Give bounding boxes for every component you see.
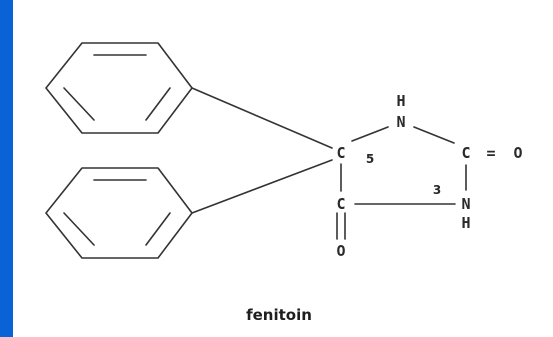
bond-c2-o2-symbol: = (486, 144, 495, 162)
left-accent-bar (0, 0, 13, 337)
atom-o4: O (336, 242, 345, 260)
atom-c2: C (461, 144, 470, 162)
molecule-name-caption: fenitoin (246, 306, 312, 324)
atom-c5: C (336, 144, 345, 162)
bond-ring-lower-c5 (191, 159, 333, 214)
phenyl-ring-upper (45, 42, 193, 134)
phenyl-ring-lower (45, 167, 193, 259)
bond-c5-n1 (351, 126, 389, 142)
atom-n1-hydrogen: H (396, 92, 405, 110)
atom-c4: C (336, 195, 345, 213)
atom-n3: N (461, 195, 470, 213)
atom-n1: N (396, 113, 405, 131)
atom-n3-hydrogen: H (461, 214, 470, 232)
bond-ring-upper-c5 (191, 87, 333, 149)
atom-o2: O (513, 144, 522, 162)
bond-n1-c2 (413, 126, 455, 144)
position-number-5: 5 (366, 152, 374, 166)
position-number-3: 3 (433, 183, 441, 197)
